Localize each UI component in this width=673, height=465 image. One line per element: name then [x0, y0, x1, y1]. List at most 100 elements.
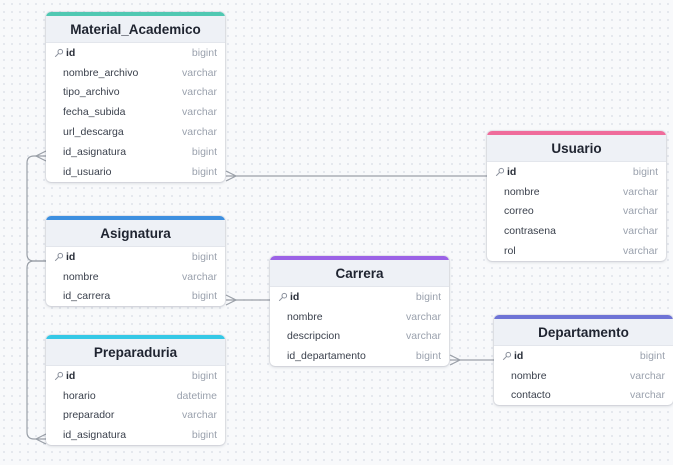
- crow-foot-marker: [225, 294, 238, 306]
- column-row[interactable]: nombre varchar: [270, 307, 449, 327]
- column-name: id_usuario: [63, 166, 111, 178]
- column-type: varchar: [622, 245, 658, 258]
- column-name-text: nombre: [511, 369, 547, 382]
- column-name: id: [54, 251, 75, 263]
- column-row[interactable]: rol varchar: [487, 241, 666, 261]
- column-name-text: id: [514, 349, 524, 362]
- column-row[interactable]: preparador varchar: [46, 406, 225, 426]
- crow-foot-marker: [34, 150, 47, 162]
- column-name: horario: [63, 390, 96, 402]
- crow-foot-marker: [34, 433, 47, 445]
- column-name: id_asignatura: [63, 429, 126, 441]
- column-type: varchar: [181, 66, 217, 79]
- column-name-text: id_departamento: [287, 350, 366, 363]
- column-type: bigint: [415, 290, 441, 303]
- column-name-text: nombre: [504, 185, 540, 198]
- table-header[interactable]: Asignatura: [46, 216, 225, 247]
- column-name: id_asignatura: [63, 146, 126, 158]
- table-header[interactable]: Departamento: [494, 315, 673, 346]
- column-type: bigint: [639, 349, 665, 362]
- table-header[interactable]: Material_Academico: [46, 12, 225, 43]
- column-name-text: id_asignatura: [63, 145, 127, 158]
- primary-key-row[interactable]: id bigint: [46, 247, 225, 267]
- column-type: bigint: [191, 429, 217, 442]
- column-name: correo: [504, 205, 534, 217]
- table-header[interactable]: Usuario: [487, 131, 666, 162]
- column-name: nombre: [63, 271, 99, 283]
- column-type: bigint: [191, 165, 217, 178]
- column-type: varchar: [622, 185, 658, 198]
- column-type: bigint: [191, 369, 217, 382]
- column-name: id: [54, 370, 75, 382]
- column-name-text: tipo_archivo: [63, 86, 120, 99]
- column-name-text: id: [66, 250, 76, 263]
- table-carrera[interactable]: Carrera id bigint nombre varchar descripcion…: [270, 256, 449, 367]
- column-row[interactable]: nombre varchar: [494, 366, 673, 386]
- key-icon: [54, 48, 64, 58]
- edge-material-asignatura: [26, 155, 46, 262]
- column-row[interactable]: nombre varchar: [487, 182, 666, 202]
- primary-key-row[interactable]: id bigint: [46, 366, 225, 386]
- column-name: rol: [504, 245, 516, 257]
- column-name-text: id: [66, 369, 76, 382]
- column-name: descripcion: [287, 330, 340, 342]
- column-name-text: id: [290, 290, 300, 303]
- column-type: varchar: [405, 310, 441, 323]
- column-name: id: [502, 350, 523, 362]
- column-type: varchar: [629, 389, 665, 402]
- table-header[interactable]: Carrera: [270, 256, 449, 287]
- column-type: bigint: [191, 145, 217, 158]
- column-name-text: id_asignatura: [63, 429, 127, 442]
- column-name-text: id_usuario: [63, 165, 112, 178]
- column-type: varchar: [629, 369, 665, 382]
- column-row[interactable]: id_asignatura bigint: [46, 425, 225, 445]
- column-row[interactable]: id_usuario bigint: [46, 162, 225, 182]
- column-row[interactable]: id_asignatura bigint: [46, 142, 225, 162]
- column-row[interactable]: contacto varchar: [494, 386, 673, 406]
- column-type: varchar: [181, 409, 217, 422]
- column-name-text: nombre_archivo: [63, 66, 139, 79]
- column-name: contacto: [511, 389, 551, 401]
- column-row[interactable]: nombre_archivo varchar: [46, 63, 225, 83]
- column-name-text: nombre: [63, 270, 99, 283]
- column-name-text: correo: [504, 205, 534, 218]
- column-type: varchar: [622, 225, 658, 238]
- key-icon: [502, 351, 512, 361]
- column-type: varchar: [181, 126, 217, 139]
- column-type: bigint: [191, 250, 217, 263]
- key-icon: [495, 167, 505, 177]
- primary-key-row[interactable]: id bigint: [270, 287, 449, 307]
- column-name: nombre: [504, 186, 540, 198]
- primary-key-row[interactable]: id bigint: [494, 346, 673, 366]
- column-name: nombre: [287, 311, 323, 323]
- column-name-text: preparador: [63, 409, 115, 422]
- column-name: nombre_archivo: [63, 67, 138, 79]
- column-name: nombre: [511, 370, 547, 382]
- column-name: id: [495, 166, 516, 178]
- table-header[interactable]: Preparaduria: [46, 335, 225, 366]
